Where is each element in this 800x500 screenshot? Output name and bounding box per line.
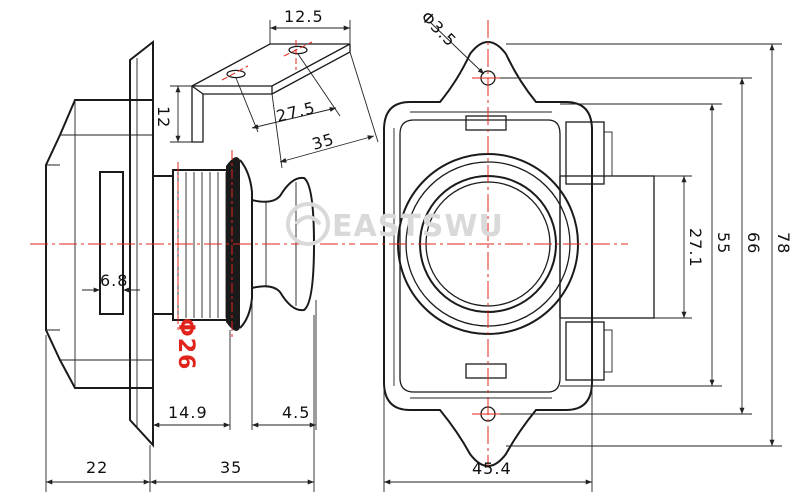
side-collar: [152, 175, 174, 315]
dim-front-width: 45.4: [472, 459, 512, 478]
side-flange: [129, 39, 154, 448]
side-dimensions: 6.8 Φ26 14.9 4.5 22 35: [45, 271, 317, 492]
bracket-hole-1: [226, 69, 246, 79]
side-view: [30, 39, 355, 448]
side-slot: [99, 171, 124, 315]
dim-front-height-total: 78: [774, 232, 793, 254]
bracket-view: [191, 40, 351, 143]
front-tab-bottom: [465, 363, 507, 379]
front-dimensions: Φ3.5 45.4 27.1 55 66 78: [383, 7, 793, 492]
dim-bracket-length: 35: [310, 129, 337, 153]
dim-button-length: 4.5: [282, 403, 310, 422]
dim-hole-diameter: Φ3.5: [417, 7, 460, 50]
side-thread-lines: [177, 170, 227, 320]
front-tab-top: [465, 115, 507, 131]
dim-slot-width: 6.8: [100, 271, 128, 290]
watermark-text: EASTSWU: [332, 209, 504, 244]
dim-bracket-width: 12.5: [284, 7, 324, 26]
dim-bracket-hole-spacing: 27.5: [274, 98, 317, 126]
dim-depth-left: 22: [86, 458, 108, 477]
bracket-dimensions: 12.5 12 27.5 35: [154, 7, 379, 169]
dim-thread-length: 14.9: [168, 403, 208, 422]
dim-front-height-inner: 27.1: [686, 228, 705, 268]
side-thread-body: [172, 169, 234, 321]
front-latch-upper: [565, 121, 605, 185]
bracket-hole-2: [288, 45, 308, 55]
front-latch-lower: [565, 321, 605, 381]
dim-body-diameter: Φ26: [173, 318, 198, 370]
dim-front-height-outer: 66: [744, 232, 763, 254]
dim-bracket-height: 12: [154, 106, 173, 128]
dim-depth-right: 35: [220, 458, 242, 477]
dim-front-height-mid: 55: [714, 232, 733, 254]
front-body: [399, 119, 561, 393]
side-housing: [45, 99, 153, 389]
watermark: EASTSWU: [286, 202, 504, 246]
front-latch-block: [559, 175, 655, 319]
